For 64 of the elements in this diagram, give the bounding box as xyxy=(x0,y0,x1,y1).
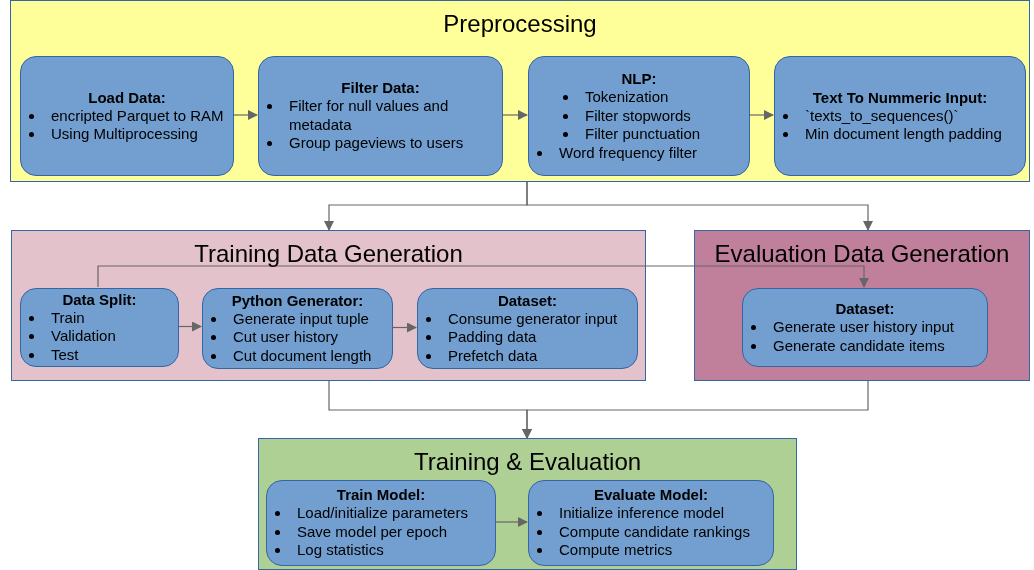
bullet-text: Tokenization xyxy=(585,88,669,107)
bullet-text: Prefetch data xyxy=(448,346,538,366)
bullet-text: Consume generator input xyxy=(448,309,618,329)
arrow xyxy=(232,110,258,120)
bullet-text: Word frequency filter xyxy=(559,143,698,162)
arrow xyxy=(748,110,774,120)
panel-title: Training & Evaluation xyxy=(413,448,642,476)
box-heading: Train Model: xyxy=(335,486,427,505)
box-heading: Dataset: xyxy=(496,291,559,310)
box-heading: Python Generator: xyxy=(230,291,365,310)
group-panel xyxy=(10,0,1030,182)
process-box xyxy=(742,288,988,367)
panel-title: Preprocessing xyxy=(443,10,597,38)
bullet-text: Compute metrics xyxy=(559,541,673,560)
bullet-text: Cut user history xyxy=(233,328,339,347)
arrow xyxy=(391,322,417,333)
bullet-text: Generate candidate items xyxy=(773,336,945,355)
group-panel xyxy=(694,230,1030,381)
box-heading: NLP: xyxy=(620,70,658,88)
process-box xyxy=(266,480,496,566)
arrow xyxy=(526,181,873,231)
bullet-text: Cut document length xyxy=(233,346,372,366)
process-box xyxy=(258,56,503,176)
bullet-text: Save model per epoch xyxy=(297,522,448,542)
bullet-text: Test xyxy=(51,345,79,365)
process-box xyxy=(202,288,393,369)
bullet-text: Filter for null values and metadata xyxy=(289,97,450,135)
arrow xyxy=(494,517,528,527)
arrow xyxy=(501,110,528,120)
bullet-text: Generate input tuple xyxy=(233,309,369,329)
box-heading: Data Split: xyxy=(61,290,138,309)
bullet-text: Padding data xyxy=(448,328,537,347)
arrow xyxy=(97,265,869,288)
bullet-text: `texts_to_sequences()` xyxy=(805,106,959,125)
bullet-text: Using Multiprocessing xyxy=(51,125,198,144)
bullet-text: Compute candidate rankings xyxy=(559,522,750,542)
group-panel xyxy=(258,438,797,570)
process-box xyxy=(528,480,774,566)
bullet-text: Min document length padding xyxy=(805,125,1002,144)
process-box xyxy=(774,56,1026,176)
arrow xyxy=(522,380,869,439)
arrow xyxy=(177,321,202,332)
panel-title: Evaluation Data Generation xyxy=(714,240,1010,268)
bullet-text: Validation xyxy=(51,327,116,346)
box-heading: Filter Data: xyxy=(340,79,421,98)
bullet-text: Initialize inference model xyxy=(559,504,725,523)
bullet-text: encripted Parquet to RAM xyxy=(51,106,224,125)
process-box xyxy=(20,288,179,367)
bullet-text: Filter punctuation xyxy=(585,125,701,144)
process-box xyxy=(528,56,750,176)
panel-title: Training Data Generation xyxy=(194,240,463,268)
bullet-text: Filter stopwords xyxy=(585,106,691,125)
box-heading: Dataset: xyxy=(834,300,896,318)
process-box xyxy=(20,56,234,176)
box-heading: Load Data: xyxy=(87,88,167,107)
group-panel xyxy=(11,230,646,381)
bullet-text: Generate user history input xyxy=(773,318,954,337)
box-heading: Text To Nummeric Input: xyxy=(811,88,989,107)
bullet-text: Load/initialize parameters xyxy=(297,504,468,523)
box-heading: Evaluate Model: xyxy=(592,486,710,505)
bullet-text: Log statistics xyxy=(297,541,384,560)
bullet-text: Train xyxy=(51,308,85,328)
process-box xyxy=(417,288,638,369)
bullet-text: Group pageviews to users xyxy=(289,134,464,153)
